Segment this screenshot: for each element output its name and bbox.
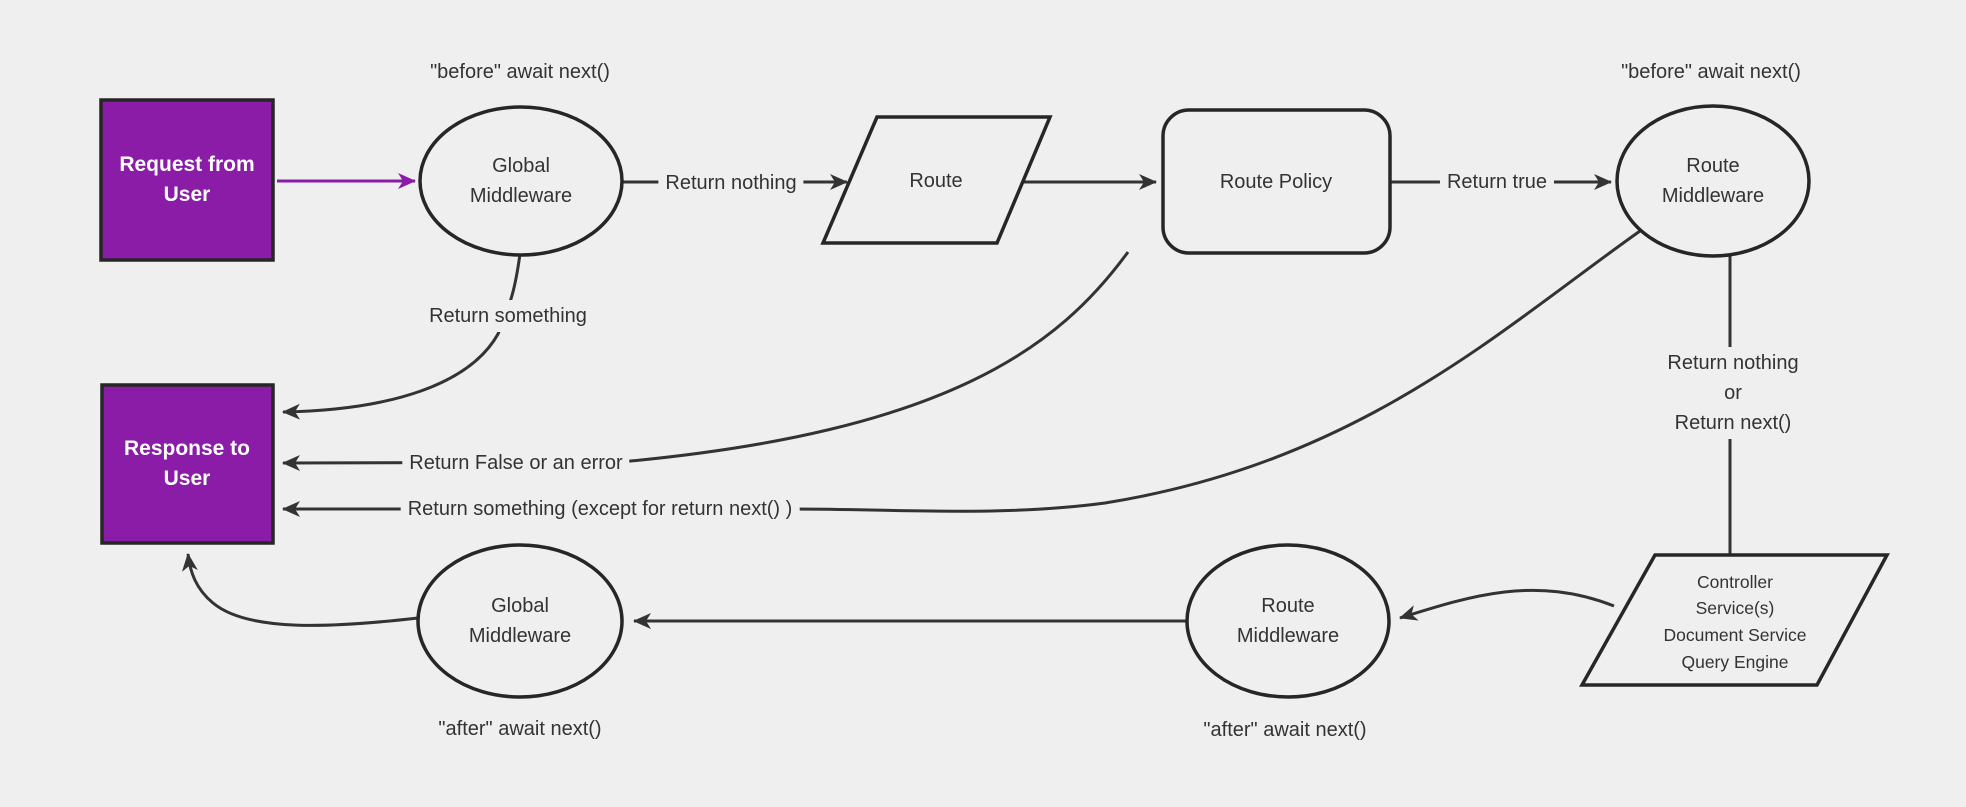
edge-controller-to-route-middleware-bottom (1399, 588, 1615, 621)
route-middleware-bottom-ellipse (1185, 543, 1391, 699)
edge-global-middleware-bottom-to-response (181, 553, 419, 627)
route-parallelogram (820, 115, 1053, 245)
route-middleware-top-ellipse (1615, 104, 1811, 258)
global-middleware-top-ellipse (418, 105, 624, 257)
edge-route-middleware-return-something-except (282, 229, 1641, 517)
edge-route-policy-return-false (282, 251, 1130, 471)
route-policy-box (1161, 108, 1392, 255)
edge-global-middleware-return-something (282, 253, 522, 420)
global-middleware-bottom-ellipse (416, 543, 624, 699)
request-from-user-box (99, 98, 275, 262)
controller-parallelogram (1579, 553, 1890, 687)
response-to-user-box (100, 383, 275, 545)
